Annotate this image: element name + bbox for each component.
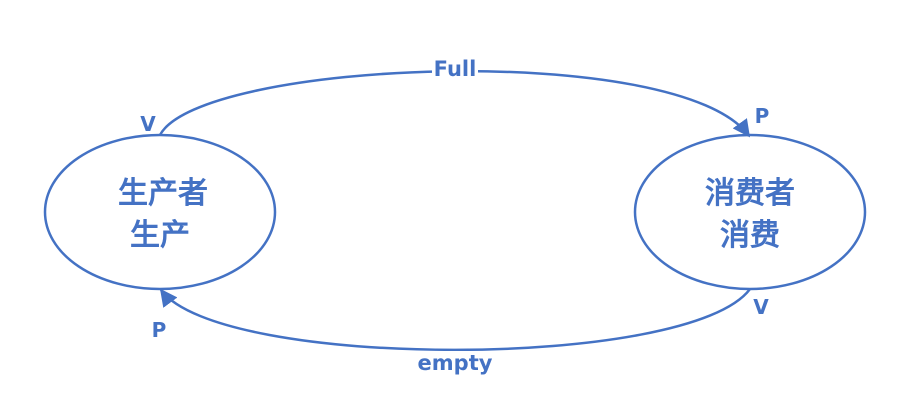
consumer-node bbox=[633, 133, 867, 291]
producer-title: 生产者 bbox=[118, 176, 208, 211]
consumer-p-op: P bbox=[755, 104, 770, 128]
full-label: Full bbox=[434, 57, 477, 81]
producer-node bbox=[43, 133, 277, 291]
consumer-title: 消费者 bbox=[705, 176, 795, 211]
producer-v-op: V bbox=[140, 112, 156, 136]
full-label-bg bbox=[432, 57, 478, 81]
empty-label: empty bbox=[418, 351, 493, 375]
empty-arrow bbox=[159, 288, 752, 352]
producer-action: 生产 bbox=[130, 218, 190, 253]
consumer-action: 消费 bbox=[720, 218, 780, 253]
consumer-v-op: V bbox=[753, 295, 769, 319]
empty-label-bg bbox=[418, 351, 492, 377]
producer-p-op: P bbox=[152, 318, 167, 342]
